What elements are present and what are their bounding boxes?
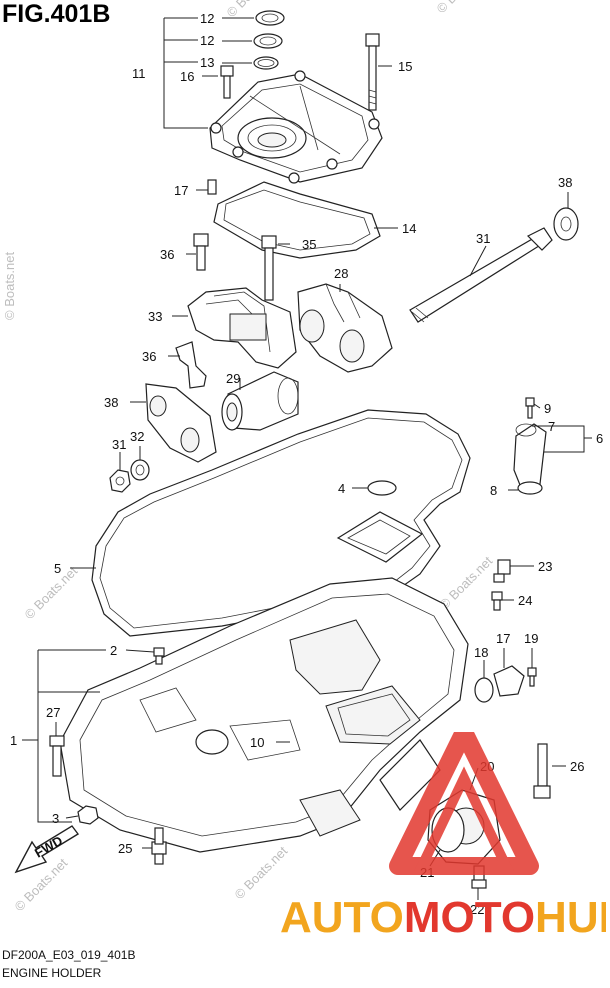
mount-bush bbox=[221, 371, 299, 431]
logo-text-auto: AUTO bbox=[280, 893, 404, 942]
rubber-mount bbox=[297, 283, 393, 373]
callout-label: 27 bbox=[46, 705, 60, 720]
callout-label: 36 bbox=[160, 247, 174, 262]
bolt bbox=[49, 735, 65, 777]
logo-text-hub: HUB bbox=[535, 893, 606, 942]
callout-label: 5 bbox=[54, 561, 61, 576]
callout-label: 29 bbox=[226, 371, 240, 386]
bracket bbox=[145, 383, 217, 463]
callout-label: 28 bbox=[334, 266, 348, 281]
upper-cover bbox=[209, 70, 383, 184]
engine-holder-upper bbox=[187, 287, 297, 369]
watermark: © Boats.net bbox=[22, 563, 81, 622]
warning-triangle-icon bbox=[389, 732, 539, 875]
callout-label: 16 bbox=[180, 69, 194, 84]
bolt bbox=[153, 647, 165, 665]
automotohub-logo: AUTOMOTOHUB bbox=[280, 732, 606, 942]
callout-label: 35 bbox=[302, 237, 316, 252]
callout-label: 14 bbox=[402, 221, 416, 236]
callout-label: 38 bbox=[104, 395, 118, 410]
screw bbox=[527, 667, 537, 687]
drain-plug bbox=[77, 805, 99, 825]
stopper-plate bbox=[175, 341, 207, 389]
callout-label: 19 bbox=[524, 631, 538, 646]
bolt bbox=[151, 827, 167, 865]
gasket bbox=[213, 181, 381, 259]
callout-label: 4 bbox=[338, 481, 345, 496]
callout-label: 18 bbox=[474, 645, 488, 660]
o-ring bbox=[517, 481, 543, 495]
callout-label: 8 bbox=[490, 483, 497, 498]
watermark: © Boats.net bbox=[434, 0, 493, 16]
callout-label: 13 bbox=[200, 55, 214, 70]
callout-label: 23 bbox=[538, 559, 552, 574]
callout-label: 25 bbox=[118, 841, 132, 856]
logo-text-moto: MOTO bbox=[404, 893, 535, 942]
gasket bbox=[474, 677, 494, 703]
bolt bbox=[220, 65, 234, 99]
oil-seal bbox=[255, 10, 285, 26]
callout-label: 31 bbox=[112, 437, 126, 452]
callout-label: 10 bbox=[250, 735, 264, 750]
sensor bbox=[493, 559, 511, 583]
callout-label: 22 bbox=[470, 902, 484, 917]
bolt bbox=[193, 233, 209, 271]
washer bbox=[130, 459, 150, 481]
callout-label: 7 bbox=[548, 419, 555, 434]
callout-label: 9 bbox=[544, 401, 551, 416]
diagram-name: ENGINE HOLDER bbox=[2, 966, 102, 980]
callout-label: 31 bbox=[476, 231, 490, 246]
callout-label: 17 bbox=[174, 183, 188, 198]
leader-lines bbox=[22, 17, 592, 900]
pipe-fitting bbox=[513, 423, 547, 491]
watermark: © Boats.net bbox=[437, 553, 496, 612]
callout-label: 26 bbox=[570, 759, 584, 774]
svg-text:AUTOMOTOHUB: AUTOMOTOHUB bbox=[280, 893, 606, 942]
callout-label: 6 bbox=[596, 431, 603, 446]
oil-pan bbox=[59, 577, 469, 853]
callout-label: 12 bbox=[200, 11, 214, 26]
o-ring bbox=[253, 56, 279, 70]
screw bbox=[525, 397, 535, 419]
diagram-code: DF200A_E03_019_401B bbox=[2, 948, 136, 962]
callout-label: 36 bbox=[142, 349, 156, 364]
o-ring bbox=[367, 480, 397, 496]
washer bbox=[553, 207, 579, 241]
nut bbox=[109, 469, 131, 493]
callout-label: 15 bbox=[398, 59, 412, 74]
callout-label: 33 bbox=[148, 309, 162, 324]
long-bolt bbox=[365, 33, 380, 111]
dowel-pin bbox=[207, 179, 217, 195]
oil-seal bbox=[253, 33, 283, 49]
callout-label: 1 bbox=[10, 733, 17, 748]
callout-label: 38 bbox=[558, 175, 572, 190]
callout-label: 24 bbox=[518, 593, 532, 608]
callout-label: 17 bbox=[496, 631, 510, 646]
bolt bbox=[533, 743, 551, 799]
bolt bbox=[491, 591, 503, 611]
callout-label: 2 bbox=[110, 643, 117, 658]
watermark: © Boats.net bbox=[2, 251, 17, 320]
callout-label: 3 bbox=[52, 811, 59, 826]
callout-label: 12 bbox=[200, 33, 214, 48]
sender-body bbox=[493, 665, 525, 697]
bolt bbox=[261, 235, 277, 301]
through-bolt bbox=[409, 227, 553, 323]
callout-label: 11 bbox=[132, 66, 146, 81]
figure-title: FIG.401B bbox=[2, 0, 111, 28]
callout-label: 32 bbox=[130, 429, 144, 444]
